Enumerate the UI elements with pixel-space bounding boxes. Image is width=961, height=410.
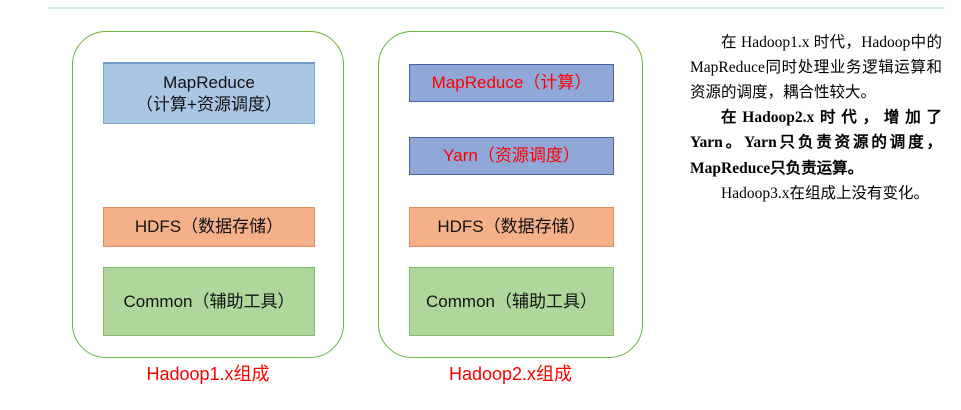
block-yarn-v2: Yarn（资源调度） — [409, 137, 614, 175]
block-mapreduce-v2: MapReduce（计算） — [409, 64, 614, 102]
notes-paragraph-1: 在 Hadoop1.x 时代，Hadoop中的MapReduce同时处理业务逻辑… — [690, 34, 942, 102]
caption-hadoop1: Hadoop1.x组成 — [146, 364, 270, 384]
top-divider-rule — [48, 7, 945, 9]
block-mapreduce-v1: MapReduce （计算+资源调度） — [103, 62, 315, 124]
caption-hadoop2: Hadoop2.x组成 — [448, 364, 573, 384]
block-hdfs-v1: HDFS（数据存储） — [103, 207, 315, 247]
hadoop1-stack-container: MapReduce （计算+资源调度） HDFS（数据存储） Common（辅助… — [72, 31, 344, 358]
block-common-v2: Common（辅助工具） — [409, 267, 614, 336]
notes-paragraph-3: Hadoop3.x在组成上没有变化。 — [721, 184, 929, 202]
notes-panel: 在 Hadoop1.x 时代，Hadoop中的MapReduce同时处理业务逻辑… — [690, 30, 942, 390]
hadoop2-stack-container: MapReduce（计算） Yarn（资源调度） HDFS（数据存储） Comm… — [378, 31, 643, 358]
notes-paragraph-2: 在Hadoop2.x时代，增加了Yarn。Yarn只负责资源的调度，MapRed… — [690, 109, 942, 177]
block-hdfs-v2: HDFS（数据存储） — [409, 207, 614, 247]
block-common-v1: Common（辅助工具） — [103, 267, 315, 336]
